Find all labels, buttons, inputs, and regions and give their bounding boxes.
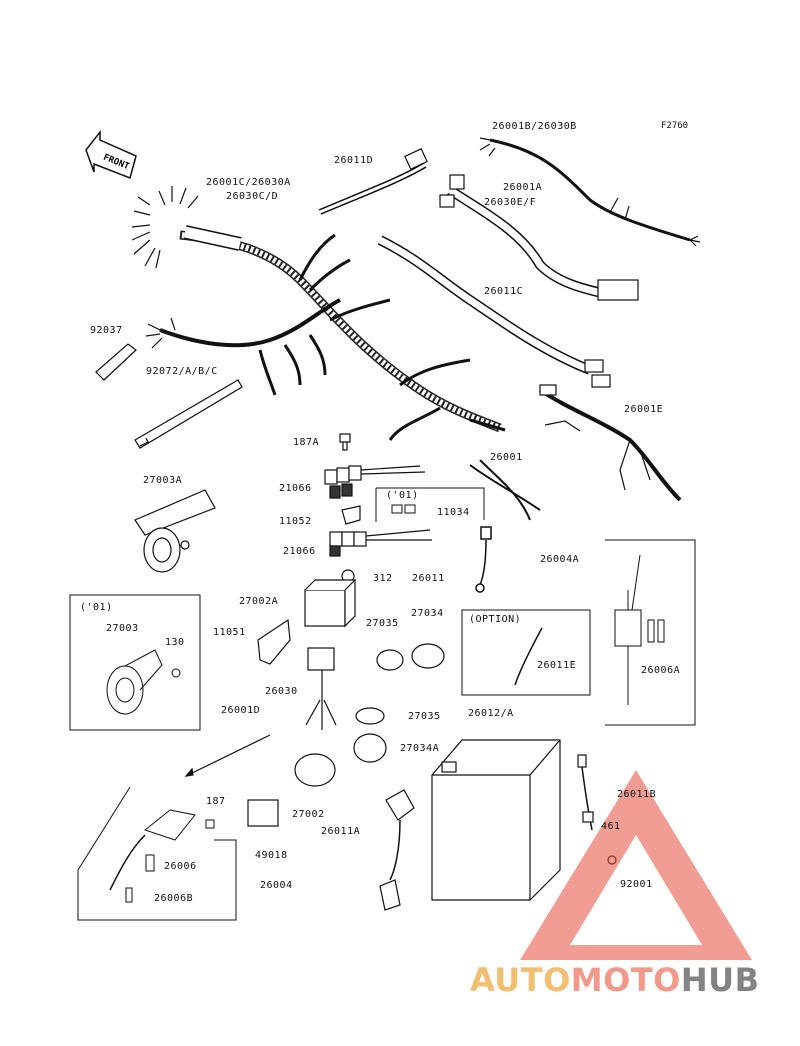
part-label: 187A [293, 437, 320, 448]
part-label: 26011E [537, 660, 577, 671]
part-label: 11052 [279, 516, 312, 527]
part-label: 26006B [154, 893, 194, 904]
watermark-triangle [520, 770, 752, 960]
part-label: 187 [206, 796, 226, 807]
watermark-part-auto: AUTO [470, 961, 571, 999]
part-label: 27034A [400, 743, 440, 754]
watermark-part-moto: MOTO [570, 961, 681, 999]
front-arrow-icon: FRONT [85, 129, 137, 180]
part-label: 26001A [503, 182, 543, 193]
horn-27003a [134, 489, 216, 573]
part-label: 26030E/F [484, 197, 537, 208]
box-26004 [77, 786, 237, 921]
part-label: 26011A [321, 826, 361, 837]
part-label: 26011D [334, 155, 374, 166]
ref-code: F2760 [661, 121, 689, 131]
part-label: ('01) [386, 490, 419, 501]
part-label: 26004 [260, 880, 293, 891]
part-label: 92037 [90, 325, 123, 336]
harness-26011d [318, 148, 428, 215]
watermark-text: AUTOMOTOHUB [470, 960, 760, 1000]
harness-26001e [538, 384, 682, 502]
part-label: 312 [373, 573, 393, 584]
part-label: 461 [601, 821, 621, 832]
part-label: 49018 [255, 850, 288, 861]
box-01-lower [69, 594, 201, 731]
box-26004a [605, 539, 696, 726]
band-92072 [134, 379, 243, 449]
part-label: (OPTION) [469, 614, 522, 625]
connectors-21066 [324, 465, 432, 583]
main-harness [131, 186, 506, 441]
part-label: 27003 [106, 623, 139, 634]
relay-27002 [247, 753, 336, 827]
part-label: 26001E [624, 404, 664, 415]
part-label: 26004A [540, 554, 580, 565]
part-label: 130 [165, 637, 185, 648]
part-label: 27002 [292, 809, 325, 820]
part-label: 26011 [412, 573, 445, 584]
harness-26001a [439, 174, 639, 301]
part-label: 26001 [490, 452, 523, 463]
harness-26001 [469, 459, 541, 521]
part-label: 27035 [408, 711, 441, 722]
part-label: 26012/A [468, 708, 514, 719]
harness-26011a [379, 789, 415, 911]
harness-26011 [475, 526, 492, 593]
part-label: 26001C/26030A [206, 177, 291, 188]
harness-26001b [479, 137, 701, 247]
part-label: 27003A [143, 475, 183, 486]
harness-26011c [377, 235, 611, 388]
part-label: 26006A [641, 665, 681, 676]
box-01-upper [375, 487, 485, 522]
part-label: 26001B/26030B [492, 121, 577, 132]
part-label: ('01) [80, 602, 113, 613]
part-label: 27034 [411, 608, 444, 619]
box-option [461, 609, 591, 696]
battery-26012 [431, 739, 561, 901]
part-label: 26030 [265, 686, 298, 697]
relay-27002a [304, 579, 357, 628]
part-label: 26001D [221, 705, 261, 716]
part-label: 26011C [484, 286, 524, 297]
harness-26001d [184, 734, 271, 777]
clamps-27035 [353, 643, 445, 763]
part-label: 26006 [164, 861, 197, 872]
watermark-part-hub: HUB [680, 961, 760, 999]
connector-26030 [305, 647, 337, 730]
watermark-logo: AUTOMOTOHUB [470, 960, 800, 1000]
part-label: 92072/A/B/C [146, 366, 218, 377]
part-label: 26011B [617, 789, 657, 800]
part-label: 11034 [437, 507, 470, 518]
part-label: 11051 [213, 627, 246, 638]
tie-92037 [95, 343, 137, 381]
bolt-187a [339, 433, 351, 451]
part-label: 27002A [239, 596, 279, 607]
part-label: 92001 [620, 879, 653, 890]
part-label: 27035 [366, 618, 399, 629]
bracket-11051 [257, 618, 291, 665]
part-label: 21066 [283, 546, 316, 557]
part-label: 21066 [279, 483, 312, 494]
part-label: 26030C/D [226, 191, 279, 202]
